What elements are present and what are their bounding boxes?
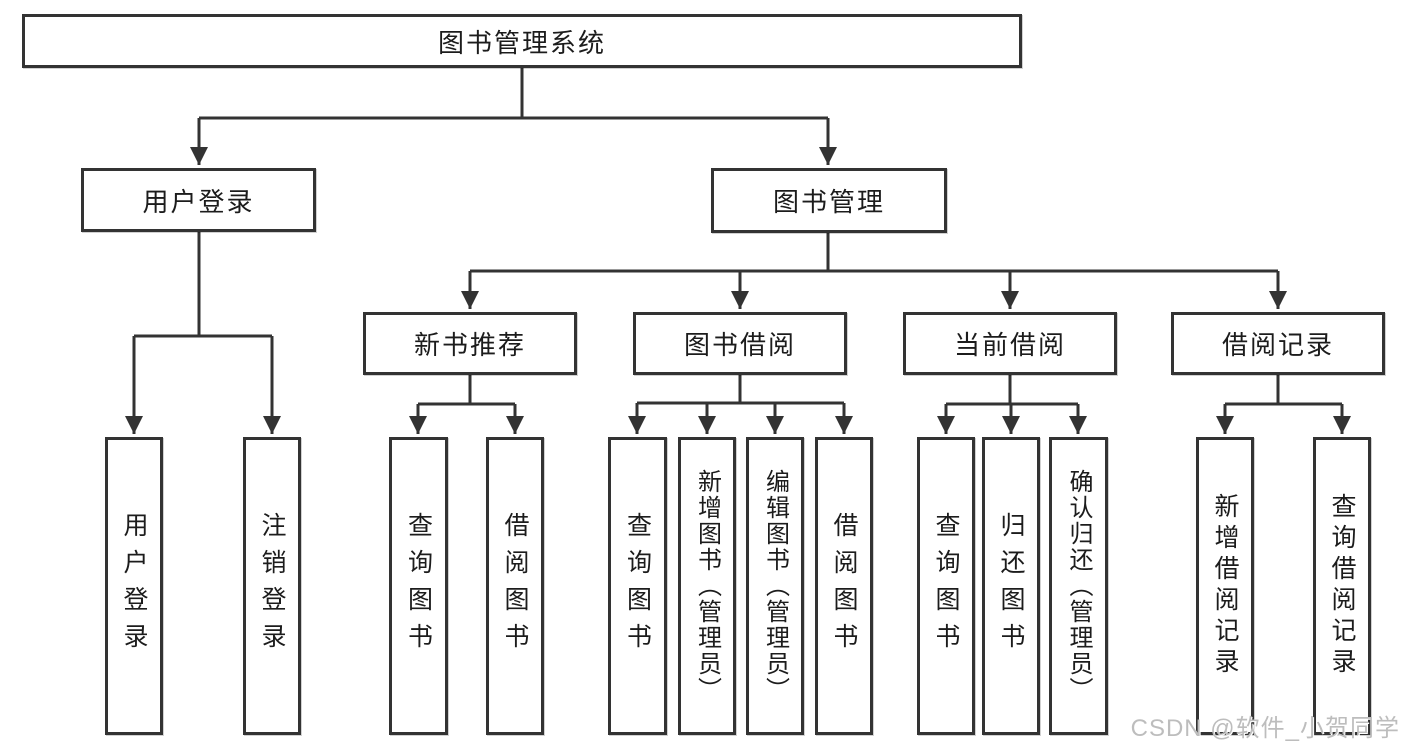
leaf-borrow-edit-books-admin: 编辑图书（管理员）: [746, 437, 804, 735]
node-new-book-recommend: 新书推荐: [363, 312, 577, 375]
node-book-borrow: 图书借阅: [633, 312, 847, 375]
connector-book-borrow-to-leaves: [628, 375, 853, 434]
leaf-borrow-borrow-books: 借阅图书: [815, 437, 873, 735]
leaf-newbook-borrow-books: 借阅图书: [486, 437, 544, 735]
leaf-logout: 注销登录: [243, 437, 301, 735]
leaf-current-confirm-return-admin: 确认归还（管理员）: [1049, 437, 1108, 735]
connector-user-login-to-leaves: [125, 232, 281, 434]
node-book-management: 图书管理: [711, 168, 947, 233]
leaf-records-add-record: 新增借阅记录: [1196, 437, 1254, 735]
connector-current-borrow-to-leaves: [937, 375, 1087, 434]
leaf-current-return-books: 归还图书: [982, 437, 1040, 735]
csdn-watermark: CSDN @软件_小贺同学: [1130, 715, 1400, 742]
node-borrow-records: 借阅记录: [1171, 312, 1385, 375]
connector-borrow-records-to-leaves: [1216, 375, 1351, 434]
connector-book-mgmt-to-level3: [461, 233, 1287, 309]
leaf-borrow-add-books-admin: 新增图书（管理员）: [678, 437, 736, 735]
leaf-newbook-query-books: 查询图书: [389, 437, 448, 735]
leaf-records-query-record: 查询借阅记录: [1313, 437, 1371, 735]
leaf-borrow-query-books: 查询图书: [608, 437, 667, 735]
leaf-current-query-books: 查询图书: [917, 437, 975, 735]
connector-root-to-level2: [190, 68, 837, 165]
node-user-login: 用户登录: [81, 168, 316, 232]
connector-new-book-to-leaves: [409, 375, 524, 434]
leaf-user-login: 用户登录: [105, 437, 163, 735]
node-current-borrow: 当前借阅: [903, 312, 1117, 375]
node-library-management-system: 图书管理系统: [22, 14, 1022, 68]
